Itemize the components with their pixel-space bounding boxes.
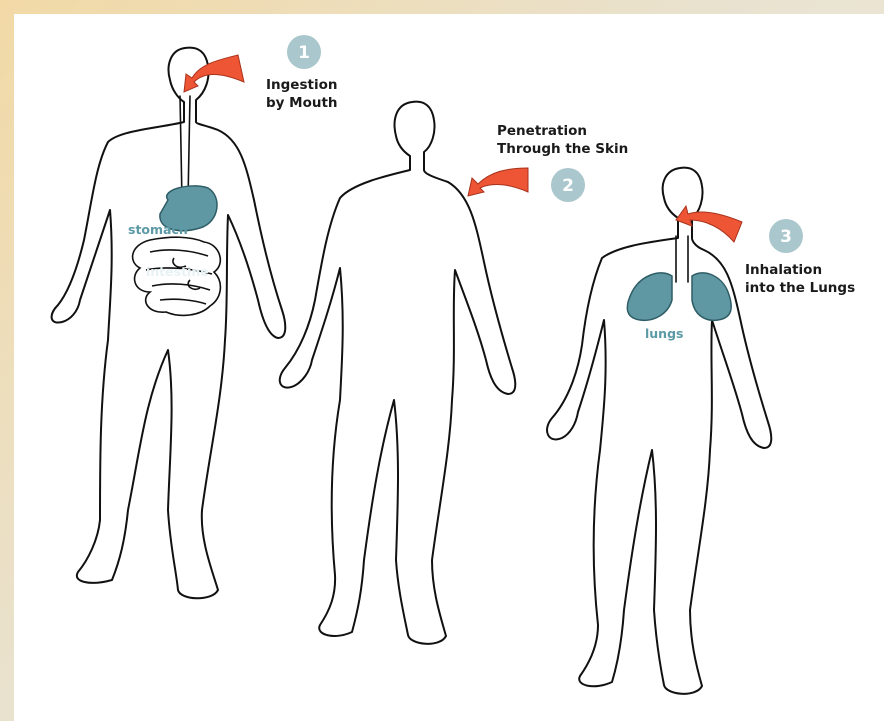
- intestine-label: intestine: [146, 264, 209, 279]
- mouth-arrow: [184, 55, 244, 92]
- route-2-label-line2: Through the Skin: [497, 141, 628, 157]
- route-3-label-line2: into the Lungs: [745, 280, 855, 296]
- nose-arrow: [676, 206, 742, 242]
- trachea: [676, 236, 688, 282]
- figure-3-body: [547, 168, 771, 694]
- stomach-label: stomach: [128, 222, 188, 237]
- route-1-label-line1: Ingestion: [266, 77, 337, 93]
- route-2-number: 2: [562, 176, 574, 196]
- skin-arrow: [468, 168, 528, 196]
- route-3-label-line1: Inhalation: [745, 262, 822, 278]
- route-1-label-line2: by Mouth: [266, 95, 338, 111]
- route-3-number: 3: [780, 227, 792, 247]
- route-2-label-line1: Penetration: [497, 123, 587, 139]
- figure-1-body: [52, 48, 286, 599]
- route-1-number: 1: [298, 43, 310, 63]
- lungs-organ: [627, 273, 731, 320]
- lungs-label: lungs: [645, 326, 683, 341]
